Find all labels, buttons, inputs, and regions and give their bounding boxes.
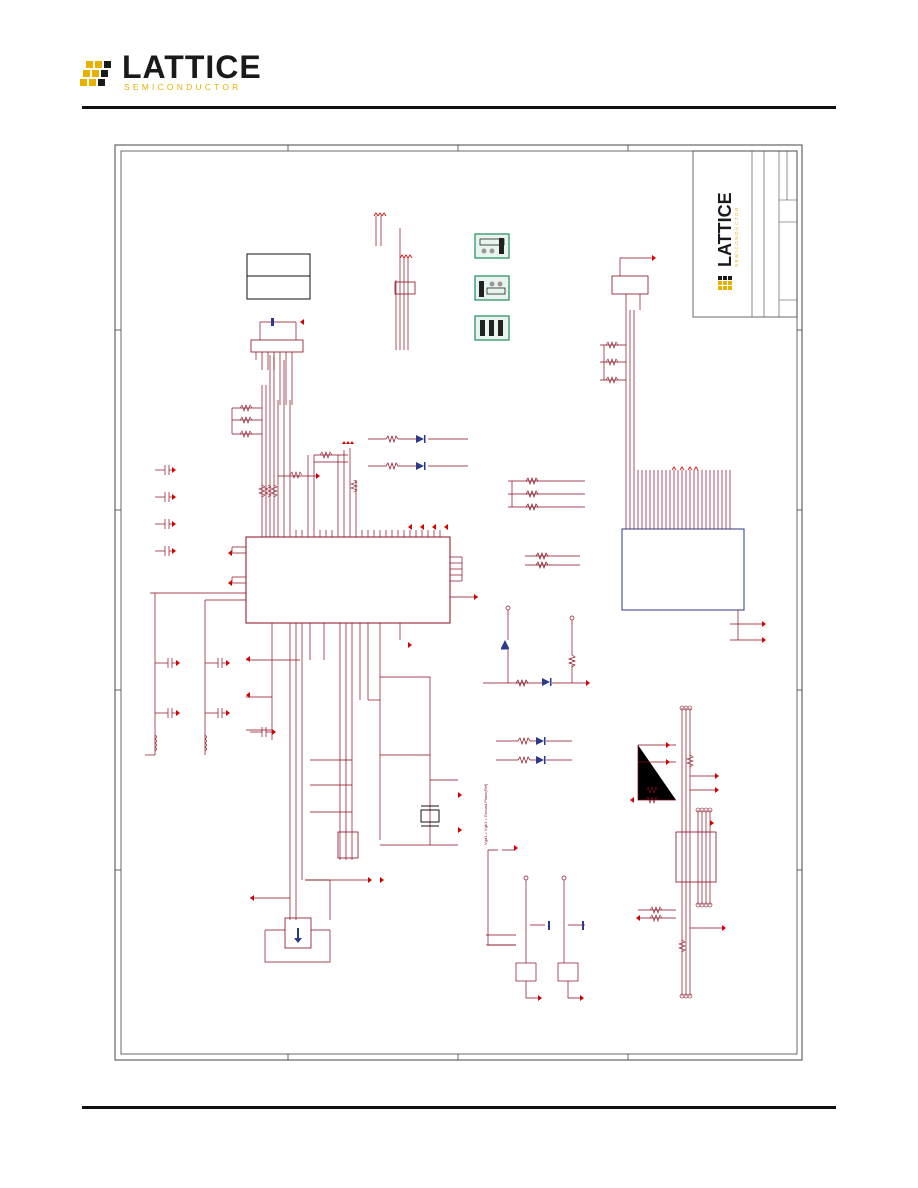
led-indicators [368, 434, 572, 765]
main-ic [231, 355, 478, 624]
interface-ic-lower-right [630, 705, 726, 999]
right-ic [600, 255, 766, 643]
connector-top-left [231, 253, 358, 498]
logo-tagline: SEMICONDUCTOR [124, 82, 242, 92]
outer-frame [114, 144, 803, 1061]
jumper-blocks [474, 233, 510, 341]
dual-regulators [486, 849, 585, 999]
transistor-circuit [483, 605, 588, 688]
bottom-bus-power [368, 642, 412, 883]
decoupling-caps-left [145, 465, 272, 756]
cap-marker [548, 921, 550, 930]
led-diodes [416, 435, 552, 764]
power-arrows-mid [342, 441, 590, 1001]
title-block: LATTICE SEMICONDUCTOR [692, 150, 798, 318]
title-block-brand: LATTICE [715, 192, 735, 267]
title-block-tagline: SEMICONDUCTOR [734, 206, 739, 267]
cap-marker [582, 921, 584, 930]
inner-frame [120, 150, 798, 1055]
footer-rule [82, 1106, 836, 1109]
frame-ticks [115, 145, 802, 1060]
resistor-bank-mid [508, 476, 585, 570]
logo-mark-icon [80, 61, 111, 86]
connector-top-center [373, 212, 416, 350]
lattice-logo: LATTICE SEMICONDUCTOR [80, 51, 280, 95]
regulator [250, 879, 331, 963]
bottom-bus [150, 592, 431, 920]
header-rule [82, 106, 836, 109]
ground-plane-note: Vgd1 = Vgb1 = Ground Plane(Ref) [483, 783, 488, 845]
crystal-oscillator [337, 779, 458, 859]
logo-brand: LATTICE [122, 49, 262, 85]
